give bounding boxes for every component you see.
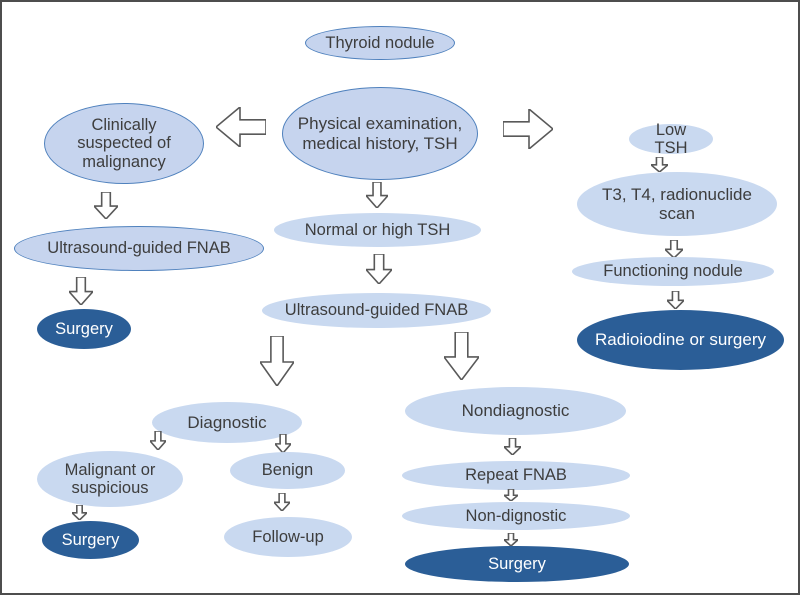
down-arrow-icon	[504, 438, 521, 455]
down-arrow-icon	[504, 533, 518, 546]
down-arrow-icon	[366, 254, 392, 284]
node-ultrasound-guided-fnab-mid: Ultrasound-guided FNAB	[262, 293, 491, 328]
node-physical-examination: Physical examination, medical history, T…	[282, 87, 478, 180]
node-t3-t4-radionuclide-scan: T3, T4, radionuclide scan	[577, 172, 777, 236]
right-arrow-icon	[503, 109, 553, 149]
node-surgery-left: Surgery	[37, 309, 131, 349]
down-arrow-icon	[504, 489, 518, 501]
node-surgery-mid: Surgery	[42, 521, 139, 559]
down-arrow-icon	[150, 431, 166, 450]
node-nondiagnostic: Nondiagnostic	[405, 387, 626, 435]
node-diagnostic: Diagnostic	[152, 402, 302, 443]
left-arrow-icon	[216, 107, 266, 147]
down-arrow-icon	[667, 291, 684, 309]
node-ultrasound-guided-fnab-left: Ultrasound-guided FNAB	[14, 226, 264, 271]
node-benign: Benign	[230, 452, 345, 489]
down-arrow-icon	[260, 336, 294, 386]
down-arrow-icon	[444, 332, 479, 380]
node-non-dignostic: Non-dignostic	[402, 502, 630, 530]
node-repeat-fnab: Repeat FNAB	[402, 461, 630, 490]
down-arrow-icon	[72, 505, 87, 520]
down-arrow-icon	[366, 182, 388, 208]
node-functioning-nodule: Functioning nodule	[572, 257, 774, 286]
node-low-tsh: Low TSH	[629, 121, 713, 157]
node-thyroid-nodule: Thyroid nodule	[305, 26, 455, 60]
down-arrow-icon	[69, 277, 93, 305]
down-arrow-icon	[275, 434, 291, 453]
node-clinically-suspected-of-malignancy: Clinically suspected of malignancy	[44, 103, 204, 184]
down-arrow-icon	[94, 192, 118, 219]
down-arrow-icon	[651, 157, 668, 172]
down-arrow-icon	[274, 493, 290, 511]
node-malignant-or-suspicious: Malignant or suspicious	[37, 451, 183, 507]
node-radioiodine-or-surgery: Radioiodine or surgery	[577, 310, 784, 370]
node-normal-or-high-tsh: Normal or high TSH	[274, 213, 481, 247]
node-follow-up: Follow-up	[224, 517, 352, 557]
node-surgery-right: Surgery	[405, 546, 629, 582]
down-arrow-icon	[665, 240, 683, 258]
